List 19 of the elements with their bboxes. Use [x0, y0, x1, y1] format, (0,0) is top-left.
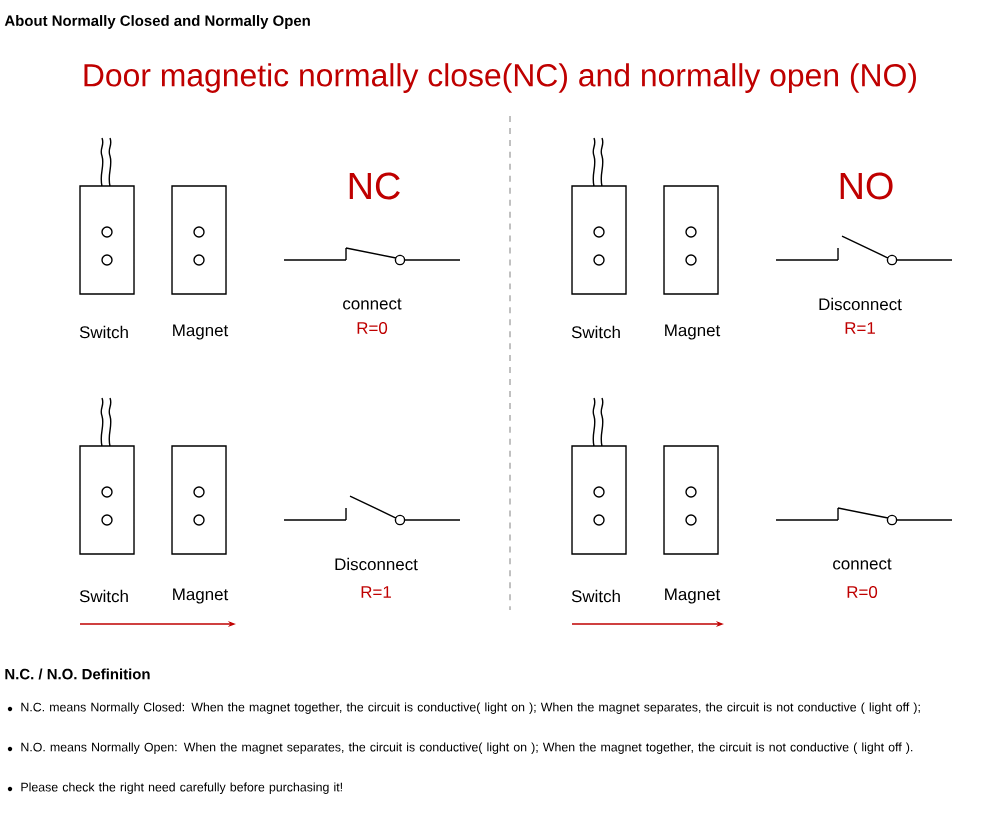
state-label: NC: [349, 172, 400, 200]
part-label: Magnet: [173, 588, 229, 604]
part-label: Switch: [571, 325, 620, 339]
part-label: Magnet: [665, 324, 721, 340]
state-text: connect: [833, 558, 892, 570]
state-text: Disconnect: [335, 557, 418, 571]
part-label: Magnet: [173, 324, 229, 340]
part-label: Magnet: [665, 588, 721, 604]
part-label: Switch: [571, 589, 620, 603]
part-label: Switch: [79, 325, 128, 339]
state-text: connect: [343, 298, 402, 310]
heading: Door magnetic normally close(NC) and normally open (NO): [84, 63, 916, 93]
resistance-value: R=0: [357, 322, 388, 334]
resistance-value: R=1: [361, 586, 391, 598]
state-label: NO: [840, 172, 893, 200]
resistance-value: R=0: [847, 586, 878, 598]
part-label: Switch: [79, 589, 128, 603]
resistance-value: R=1: [845, 322, 875, 334]
state-text: Disconnect: [819, 297, 902, 311]
